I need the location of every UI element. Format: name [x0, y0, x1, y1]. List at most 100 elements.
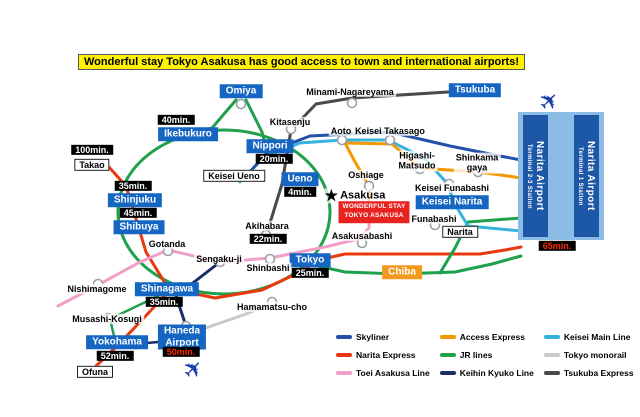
legend-line-swatch-icon [543, 353, 560, 357]
label-line: Sengaku-ji [196, 253, 242, 264]
station-shinbashi: Shinbashi [244, 262, 292, 274]
label-line: Oshiage [348, 169, 384, 180]
label-line: Akihabara [245, 220, 289, 231]
time-badge-takao: 100min. [71, 144, 113, 156]
legend-line-swatch-icon [336, 371, 352, 375]
label-line: 35min. [118, 180, 148, 191]
legend-item-tsukuba-express: Tsukuba Express [543, 368, 634, 378]
station-chiba: Chiba [382, 265, 422, 279]
label-line: Aoto [330, 125, 352, 136]
legend-label: Access Express [459, 332, 525, 342]
time-badge-narita-airport: 65min. [538, 240, 576, 252]
station-keisei-funabashi: Keisei Funabashi [412, 182, 492, 194]
legend-item-access-express: Access Express [439, 332, 534, 342]
station-keisei-narita: Keisei Narita [415, 195, 489, 209]
label-line: Asakusabashi [331, 230, 393, 241]
station-musashi-kosugi: Musashi-Kosugi [70, 313, 144, 325]
station-nippori: Nippori [246, 139, 294, 153]
station-shibuya: Shibuya [113, 220, 165, 234]
label-line: Shibuya [119, 221, 159, 233]
label-line: Airport [165, 337, 199, 348]
label-line: 52min. [100, 350, 130, 361]
label-line: Yokohama [92, 336, 142, 348]
narita-terminal-1-box: Terminal 1 Station Narita Airport [574, 115, 599, 237]
label-line: Higashi- [399, 150, 435, 161]
label-line: gaya [466, 163, 488, 173]
legend-line-swatch-icon [439, 353, 456, 357]
route-keihin-kyuko-line [174, 260, 222, 328]
terminal-1-label: Terminal 1 Station [577, 146, 583, 206]
station-asakusa: ★Asakusa [324, 187, 386, 205]
station-hamamatsu-cho: Hamamatsu-cho [234, 301, 310, 313]
station-aoto: Aoto [328, 125, 354, 137]
station-node [235, 98, 247, 110]
route-jr-sobu [316, 254, 523, 276]
legend-item-toei-asakusa-line: Toei Asakusa Line [336, 368, 430, 378]
station-akihabara: Akihabara [243, 220, 291, 232]
station-tokyo: Tokyo [289, 253, 331, 267]
station-narita: Narita [442, 225, 478, 239]
label-line: Narita [447, 226, 473, 237]
label-line: Tokyo [295, 254, 325, 266]
time-badge-akihabara: 22min. [249, 233, 287, 245]
label-line: Keisei Funabashi [414, 182, 490, 193]
legend-label: Keihin Kyuko Line [459, 368, 534, 378]
time-badge-ikebukuro: 40min. [157, 114, 195, 126]
legend-label: JR lines [459, 350, 493, 360]
narita-terminal-2-3-box: Terminal 2-3 Station Narita Airport [523, 115, 548, 237]
label-line: 45min. [123, 207, 153, 218]
label-line: Minami-Nagareyama [306, 86, 394, 97]
label-line: 40min. [161, 114, 191, 125]
label-line: WONDERFUL STAY [342, 203, 406, 211]
label-line: Asakusa [340, 189, 386, 202]
station-gotanda: Gotanda [146, 238, 188, 250]
station-asakusabashi: Asakusabashi [329, 230, 395, 242]
station-funabashi: Funabashi [409, 213, 459, 225]
station-higashi-matsudo: Higashi-Matsudo [396, 150, 438, 172]
asakusa-star-icon: ★ [324, 187, 339, 205]
label-line: TOKYO ASAKUSA [344, 212, 404, 219]
label-line: 22min. [253, 233, 283, 244]
banner-text: Wonderful stay Tokyo Asakusa has good ac… [84, 56, 519, 68]
label-line: Gotanda [148, 238, 186, 249]
label-line: Keisei Takasago [355, 125, 425, 136]
label-line: Ikebukuro [164, 128, 212, 140]
legend-line-swatch-icon [336, 335, 352, 339]
legend-label: Narita Express [356, 350, 416, 360]
time-badge-ueno: 4min. [284, 186, 316, 198]
legend-label: Tokyo monorail [563, 350, 627, 360]
station-node [346, 97, 358, 109]
label-line: 35min. [149, 296, 179, 307]
station-nishimagome: Nishimagome [65, 283, 129, 295]
label-line: Takao [79, 159, 105, 170]
legend-item-keisei-main-line: Keisei Main Line [543, 332, 634, 342]
legend-line-swatch-icon [543, 335, 560, 339]
time-badge-tokyo: 25min. [291, 267, 329, 279]
time-badge-shinjuku: 35min. [114, 180, 152, 192]
legend-label: Skyliner [356, 332, 390, 342]
narita-airport-label: Narita Airport [534, 141, 545, 211]
label-line: Shinbashi [246, 262, 290, 273]
station-takao: Takao [74, 158, 110, 172]
time-badge-nippori: 20min. [255, 153, 293, 165]
label-line: Haneda [163, 325, 201, 337]
station-sengaku-ji: Sengaku-ji [194, 253, 244, 265]
banner: Wonderful stay Tokyo Asakusa has good ac… [78, 54, 525, 70]
narita-airport-label: Narita Airport [585, 141, 596, 211]
label-line: Matsudo [398, 161, 436, 171]
narita-airport-panel: Terminal 2-3 Station Narita Airport Term… [518, 112, 604, 240]
label-line: Tsukuba [454, 84, 496, 96]
label-line: 100min. [75, 144, 109, 155]
legend-line-swatch-icon [336, 353, 352, 357]
legend-line-swatch-icon [439, 335, 456, 339]
station-omiya: Omiya [219, 84, 263, 98]
label-line: 20min. [259, 153, 289, 164]
